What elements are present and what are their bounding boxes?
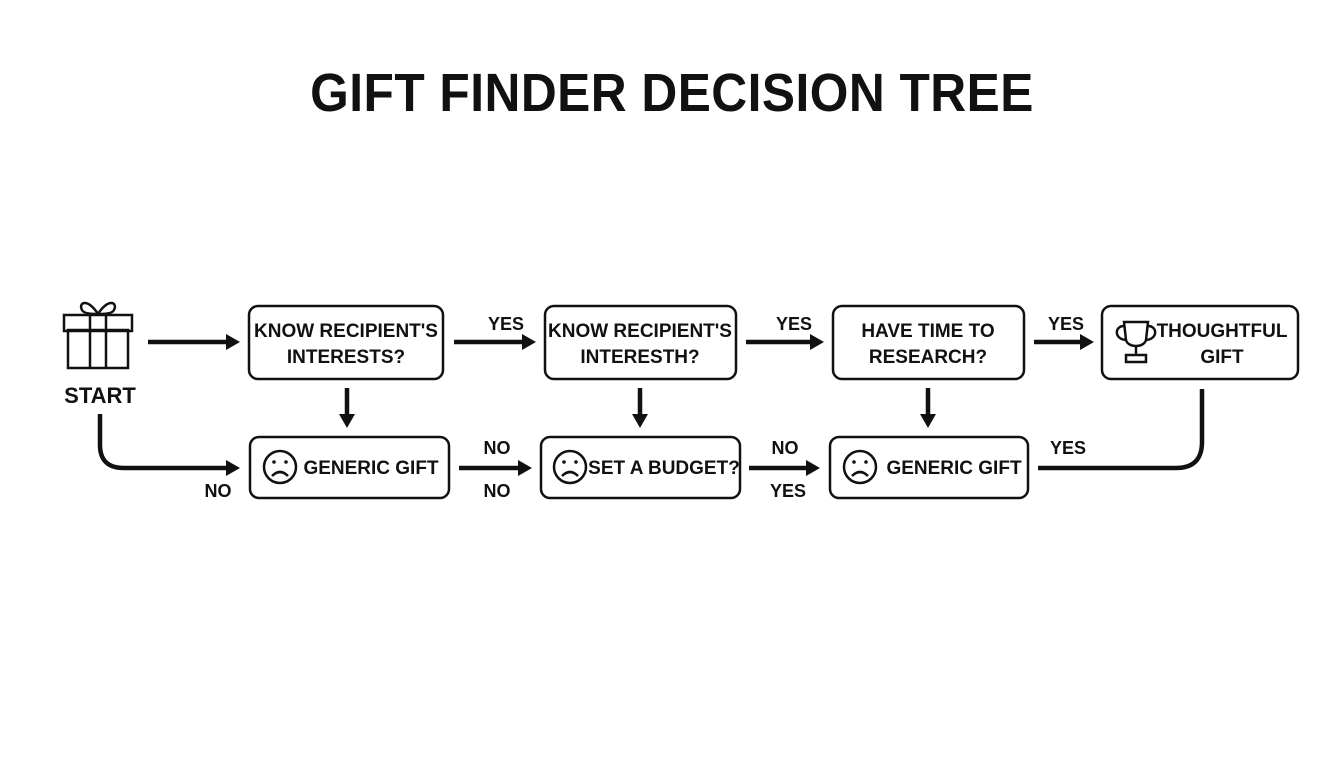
- node-have-time: HAVE TIME TO RESEARCH?: [831, 304, 1026, 381]
- node-label: THOUGHTFUL: [1157, 321, 1288, 342]
- edge-label-yes: YES: [770, 481, 806, 501]
- edge-label-yes: YES: [1048, 314, 1084, 334]
- start-label: START: [64, 383, 136, 408]
- node-label: INTERESTH?: [580, 347, 699, 368]
- node-thoughtful-gift: THOUGHTFUL GIFT: [1100, 304, 1300, 381]
- edge-label-no: NO: [484, 481, 511, 501]
- edge-label-yes: YES: [776, 314, 812, 334]
- edge-q1-q2: [454, 334, 536, 350]
- node-label: INTERESTS?: [287, 347, 405, 368]
- edge-q1-generic1: [339, 388, 355, 428]
- node-label: KNOW RECIPIENT'S: [548, 321, 732, 342]
- edge-q3-result: [1034, 334, 1094, 350]
- edge-generic1-budget: [459, 460, 532, 476]
- edge-label-no: NO: [772, 438, 799, 458]
- node-set-budget: SET A BUDGET?: [539, 435, 742, 500]
- edge-start-q1: [148, 334, 240, 350]
- node-label: HAVE TIME TO: [861, 321, 994, 342]
- node-know-interesth: KNOW RECIPIENT'S INTERESTH?: [543, 304, 738, 381]
- node-label: GIFT: [1200, 347, 1244, 368]
- edge-generic2-result: [1038, 389, 1205, 471]
- gift-icon: [62, 301, 134, 370]
- node-label: SET A BUDGET?: [588, 458, 740, 479]
- trophy-icon: [1115, 320, 1157, 364]
- node-generic-gift-1: GENERIC GIFT: [248, 435, 451, 500]
- edge-budget-generic2: [749, 460, 820, 476]
- edge-label-no: NO: [205, 481, 232, 501]
- edge-label-no: NO: [484, 438, 511, 458]
- sad-face-icon: [262, 449, 298, 485]
- node-generic-gift-2: GENERIC GIFT: [828, 435, 1030, 500]
- node-label: KNOW RECIPIENT'S: [254, 321, 438, 342]
- edge-q2-q3: [746, 334, 824, 350]
- node-know-interests: KNOW RECIPIENT'S INTERESTS?: [247, 304, 445, 381]
- edge-q3-generic2: [920, 388, 936, 428]
- edge-start-generic1: [97, 414, 240, 476]
- node-label: GENERIC GIFT: [303, 458, 439, 479]
- edge-label-yes: YES: [1050, 438, 1086, 458]
- edge-label-yes: YES: [488, 314, 524, 334]
- node-label: RESEARCH?: [869, 347, 987, 368]
- sad-face-icon: [842, 449, 878, 485]
- page-title: GIFT FINDER DECISION TREE: [310, 63, 1034, 123]
- node-label: GENERIC GIFT: [886, 458, 1022, 479]
- edge-q2-budget: [632, 388, 648, 428]
- sad-face-icon: [552, 449, 588, 485]
